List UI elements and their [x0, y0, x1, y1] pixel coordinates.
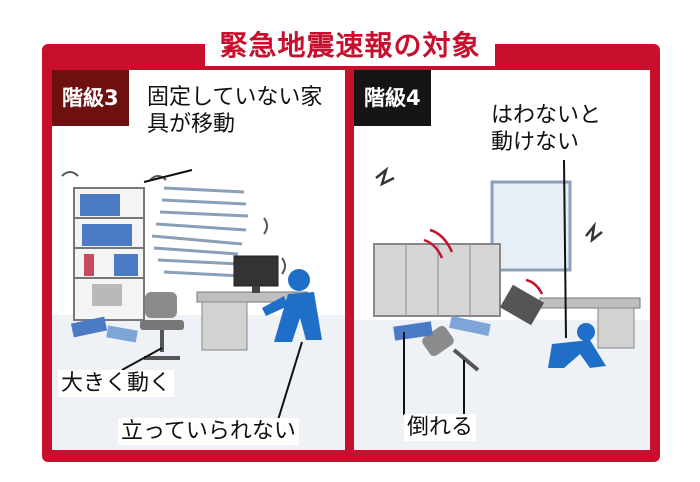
level4-illustration — [354, 159, 650, 450]
level-badge: 階級4 — [354, 70, 431, 126]
label-fall-over: 倒れる — [404, 414, 477, 441]
person-icon — [262, 269, 322, 342]
level-badge: 階級3 — [52, 70, 129, 126]
level3-illustration — [52, 169, 345, 450]
page-title: 緊急地震速報の対象 — [205, 22, 495, 66]
panel-level-3: 階級3 固定していない家具が移動 大きく動く 立っていられない — [52, 70, 345, 450]
crawling-person-icon — [548, 323, 606, 368]
label-moves-a-lot: 大きく動く — [58, 370, 175, 397]
panel-level-4: 階級4 はわないと動けない 倒れる — [354, 70, 650, 450]
title-banner: 緊急地震速報の対象 — [0, 22, 700, 66]
label-cannot-stand: 立っていられない — [118, 418, 299, 445]
office-chair-icon — [140, 292, 184, 360]
label-unfixed-furniture: 固定していない家具が移動 — [144, 84, 345, 138]
label-must-crawl: はわないと動けない — [488, 102, 614, 156]
bookshelf-icon — [73, 187, 145, 321]
